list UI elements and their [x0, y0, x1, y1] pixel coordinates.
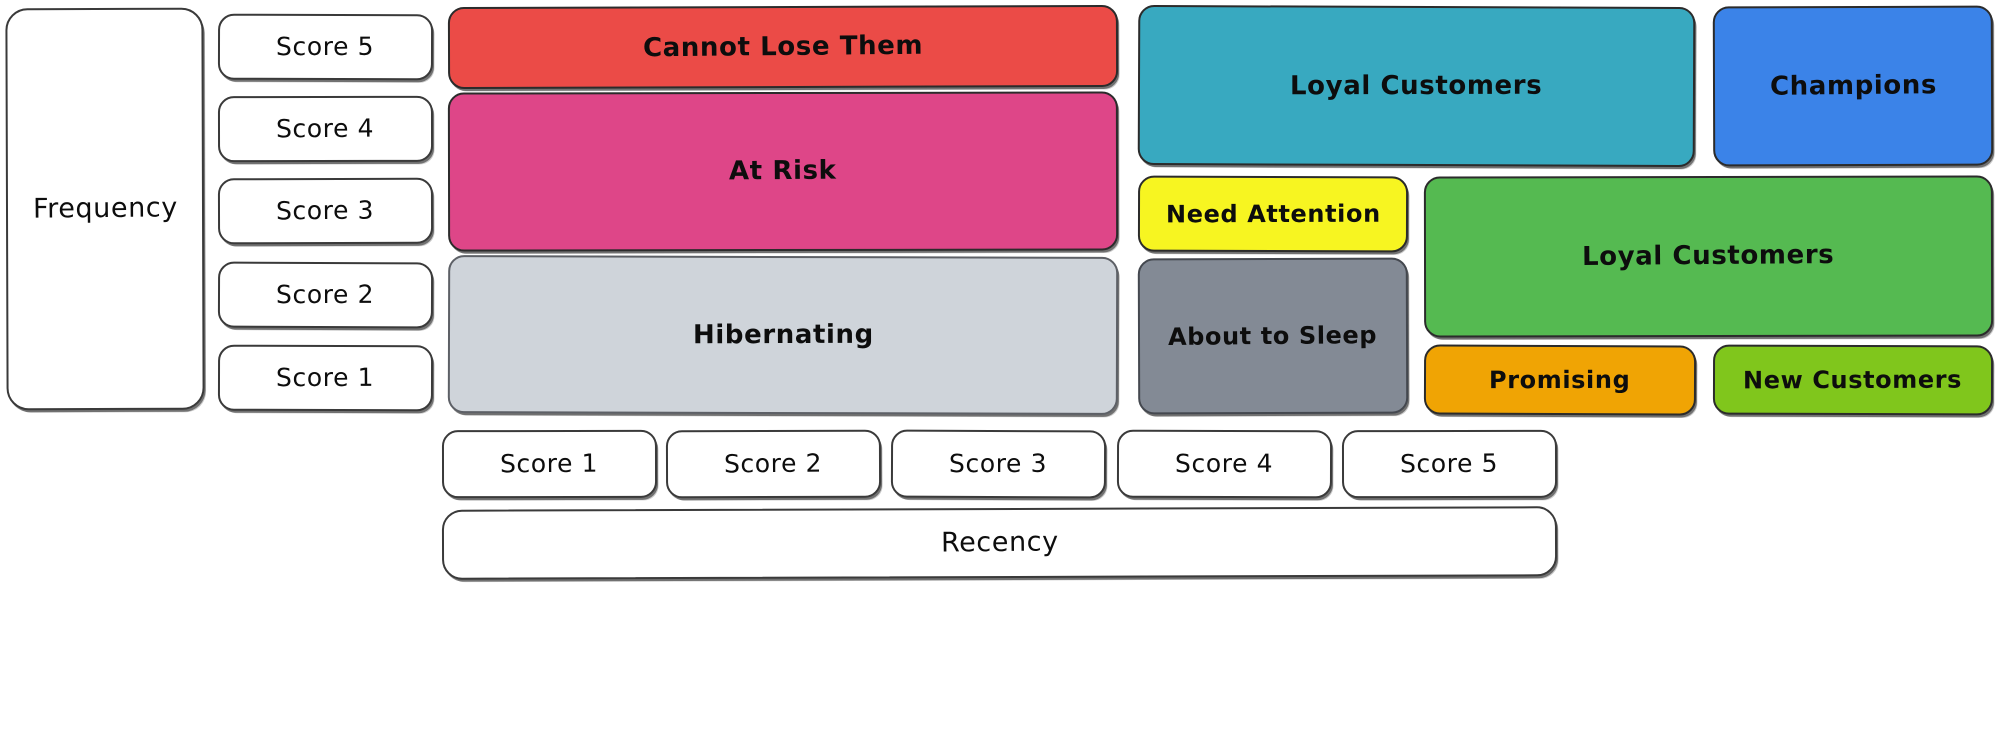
segment-about-to-sleep[interactable]: About to Sleep [1137, 257, 1409, 415]
recency-axis-text: Recency [940, 526, 1059, 559]
axis-label-recency: Recency [441, 506, 1558, 580]
segment-champions[interactable]: Champions [1712, 5, 1994, 167]
frequency-score-tile-1[interactable]: Score 1 [217, 344, 434, 412]
segment-loyal-customers-green-label: Loyal Customers [1582, 240, 1835, 273]
segment-about-to-sleep-label: About to Sleep [1168, 320, 1378, 351]
segment-hibernating-label: Hibernating [692, 319, 874, 351]
frequency-score-tile-5[interactable]: Score 5 [217, 13, 434, 81]
segment-at-risk[interactable]: At Risk [447, 91, 1119, 252]
recency-score-3-label: Score 3 [949, 449, 1048, 479]
frequency-score-tile-2[interactable]: Score 2 [217, 261, 434, 329]
frequency-score-tile-4[interactable]: Score 4 [217, 95, 434, 163]
frequency-axis-text: Frequency [32, 192, 178, 225]
recency-score-tile-4[interactable]: Score 4 [1116, 429, 1333, 499]
segment-hibernating[interactable]: Hibernating [447, 255, 1119, 415]
segment-promising-label: Promising [1489, 365, 1631, 394]
frequency-score-2-label: Score 2 [276, 280, 375, 310]
frequency-score-5-label: Score 5 [276, 32, 375, 62]
segment-promising[interactable]: Promising [1423, 344, 1697, 416]
segment-loyal-customers-green[interactable]: Loyal Customers [1423, 175, 1994, 338]
segment-at-risk-label: At Risk [729, 155, 837, 187]
segment-new-customers-label: New Customers [1743, 365, 1963, 395]
recency-score-tile-1[interactable]: Score 1 [441, 429, 658, 499]
recency-score-tile-2[interactable]: Score 2 [665, 429, 882, 499]
frequency-score-4-label: Score 4 [276, 113, 375, 144]
recency-score-5-label: Score 5 [1400, 448, 1499, 479]
segment-cannot-lose-them-label: Cannot Lose Them [642, 30, 924, 63]
recency-score-tile-5[interactable]: Score 5 [1341, 429, 1558, 499]
recency-score-4-label: Score 4 [1175, 449, 1274, 479]
recency-score-1-label: Score 1 [500, 448, 599, 479]
axis-label-frequency: Frequency [5, 7, 205, 411]
segment-champions-label: Champions [1769, 69, 1937, 102]
segment-loyal-customers-teal-label: Loyal Customers [1290, 70, 1543, 101]
recency-score-tile-3[interactable]: Score 3 [890, 429, 1107, 499]
segment-need-attention[interactable]: Need Attention [1137, 175, 1409, 253]
segment-need-attention-label: Need Attention [1165, 199, 1381, 229]
segment-cannot-lose-them[interactable]: Cannot Lose Them [447, 4, 1119, 90]
frequency-score-1-label: Score 1 [276, 363, 375, 393]
segment-loyal-customers-teal[interactable]: Loyal Customers [1137, 4, 1696, 168]
recency-score-2-label: Score 2 [724, 448, 823, 479]
segment-new-customers[interactable]: New Customers [1712, 344, 1994, 416]
frequency-score-tile-3[interactable]: Score 3 [217, 177, 434, 245]
frequency-score-3-label: Score 3 [276, 195, 375, 226]
